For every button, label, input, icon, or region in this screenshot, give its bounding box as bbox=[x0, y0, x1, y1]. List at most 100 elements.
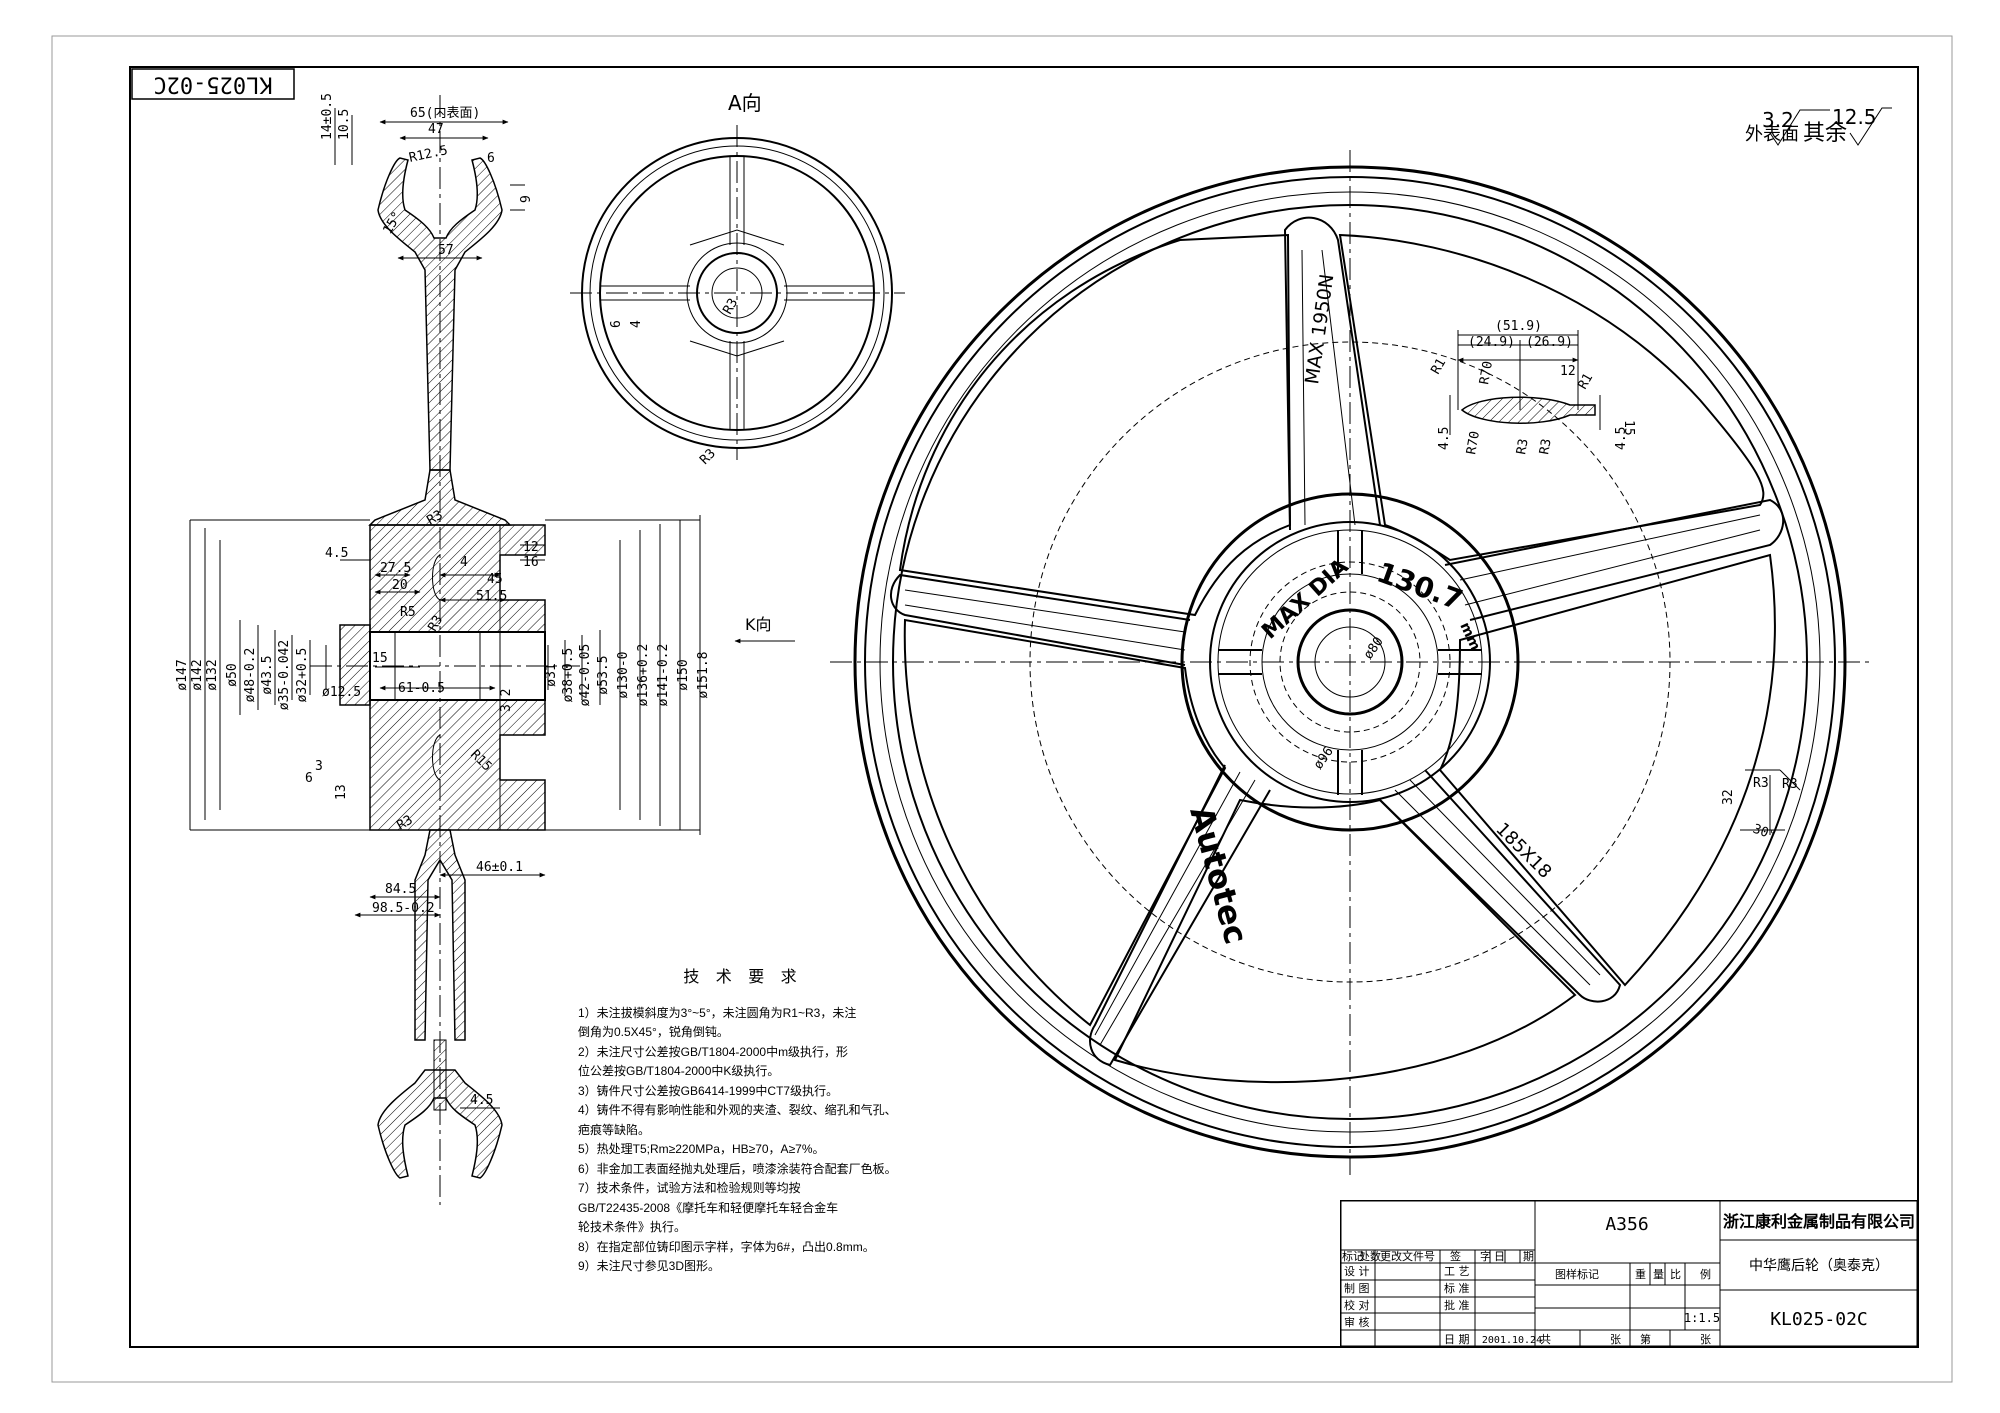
tb-role-4: 审 核 bbox=[1344, 1315, 1370, 1329]
dim-d132: ø132 bbox=[205, 659, 220, 690]
roughness-rest-label: 其余 bbox=[1803, 121, 1847, 146]
tb-col-5: 例 bbox=[1700, 1267, 1711, 1281]
dim-9: 9 bbox=[519, 195, 534, 203]
note-line-10: 7）技术条件，试验方法和检验规则等均按 bbox=[578, 1181, 801, 1195]
dim-45: 45 bbox=[487, 572, 503, 587]
note-line-4: 位公差按GB/T1804-2000中K级执行。 bbox=[578, 1064, 780, 1078]
dim-d35: ø35-0.042 bbox=[277, 640, 292, 710]
note-line-14: 9）未注尺寸参见3D图形。 bbox=[578, 1259, 721, 1273]
dim-14: 14±0.5 bbox=[320, 93, 335, 140]
rim-dim-r3: R3 bbox=[1753, 776, 1769, 791]
note-line-6: 4）铸件不得有影响性能和外观的夹渣、裂纹、缩孔和气孔、 bbox=[578, 1103, 897, 1117]
dim-3: 3 bbox=[315, 759, 323, 774]
roughness-rest-value: 12.5 bbox=[1832, 105, 1877, 129]
tb-rev-h1: 标记 bbox=[1342, 1249, 1364, 1263]
tb-rev-h3: 更改文件号 bbox=[1380, 1249, 1435, 1263]
notes-title: 技 术 要 求 bbox=[683, 969, 803, 986]
dim-d150: ø150 bbox=[676, 659, 691, 690]
tb-rev-h6: 日 bbox=[1494, 1250, 1505, 1263]
spoke-dim-4-5: 4.5 bbox=[1437, 427, 1452, 450]
tb-role-3: 校 对 bbox=[1344, 1298, 1370, 1312]
dim-d151-8: ø151.8 bbox=[696, 652, 711, 699]
spoke-dim-51-9: (51.9) bbox=[1495, 319, 1542, 334]
dim-51-5: 51.5 bbox=[476, 589, 507, 604]
dim-65: 65(内表面) bbox=[410, 105, 480, 121]
hub-dia-label: ø80 bbox=[1361, 634, 1387, 662]
dim-d32: ø32+0.5 bbox=[295, 648, 310, 703]
tb-role-2: 制 图 bbox=[1344, 1282, 1370, 1295]
dim-6b: 6 bbox=[305, 771, 313, 786]
dim-12: 12 bbox=[523, 540, 539, 555]
outer-border bbox=[51, 35, 1953, 1383]
spoke-dim-12: 12 bbox=[1560, 364, 1576, 379]
title-block: A356 浙江康利金属制品有限公司 中华鹰后轮（奥泰克） KL025-02C 1… bbox=[1340, 1200, 1918, 1347]
dim-4: 4 bbox=[460, 555, 468, 570]
tb-material: A356 bbox=[1605, 1214, 1648, 1235]
view-k-indicator: K向 bbox=[734, 615, 795, 644]
view-a-6: 6 bbox=[609, 320, 624, 328]
spoke-dim-24-9: (24.9) bbox=[1468, 335, 1515, 350]
dim-61: 61-0.5 bbox=[398, 681, 445, 696]
view-a-4: 4 bbox=[629, 320, 644, 328]
view-a-r3: R3 bbox=[720, 296, 741, 317]
roughness-outer-label: 外表面 bbox=[1745, 124, 1799, 145]
dim-d136: ø136+0.2 bbox=[636, 644, 651, 707]
dim-98-5: 98.5-0.2 bbox=[372, 901, 435, 916]
tb-bottom-3: 第 bbox=[1640, 1332, 1651, 1346]
rim-dim-r3b: R3 bbox=[1782, 777, 1798, 792]
dim-d130: ø130-0 bbox=[616, 652, 631, 699]
tb-company: 浙江康利金属制品有限公司 bbox=[1723, 1212, 1915, 1231]
spoke-dim-4-5b: 4.5 bbox=[1614, 427, 1629, 450]
dim-6: 6 bbox=[487, 151, 495, 166]
dim-57: 57 bbox=[438, 243, 454, 258]
drawing-number-box: KL025-02C bbox=[131, 68, 295, 100]
dim-r5: R5 bbox=[400, 605, 416, 620]
dia-value-mark: 130.7 bbox=[1373, 556, 1468, 617]
tb-bottom-1: 共 bbox=[1540, 1333, 1551, 1346]
view-a-label: A向 bbox=[728, 91, 762, 115]
spoke-dim-26-9: (26.9) bbox=[1526, 335, 1573, 350]
inner-frame bbox=[129, 66, 1919, 1348]
dim-d42: ø42-0.05 bbox=[578, 644, 593, 707]
dim-d53-5: ø53.5 bbox=[596, 655, 611, 694]
dim-16: 16 bbox=[523, 555, 539, 570]
spoke-dim-r1: R1 bbox=[1428, 356, 1449, 377]
spoke-dim-r3: R3 bbox=[1514, 438, 1531, 456]
spoke-dim-r70: R70 bbox=[1477, 360, 1496, 386]
dim-d48: ø48-0.2 bbox=[243, 648, 258, 703]
note-line-3: 2）未注尺寸公差按GB/T1804-2000中m级执行，形 bbox=[578, 1044, 849, 1059]
drawing-number-rotated: KL025-02C bbox=[153, 72, 272, 97]
tb-col-3: 量 bbox=[1653, 1268, 1664, 1281]
dim-15: 15 bbox=[372, 651, 388, 666]
tb-bottom-2: 张 bbox=[1610, 1333, 1621, 1346]
note-line-7: 疤痕等缺陷。 bbox=[578, 1122, 651, 1137]
wheel-front-view bbox=[830, 150, 1870, 1175]
tb-rev-h4: 签 bbox=[1450, 1249, 1461, 1263]
view-k-label: K向 bbox=[745, 615, 772, 634]
tb-part-name: 中华鹰后轮（奥泰克） bbox=[1749, 1257, 1889, 1274]
dim-47: 47 bbox=[428, 122, 444, 137]
dim-r3-a: R3 bbox=[425, 613, 446, 634]
tb-rev-h2: 处数 bbox=[1359, 1250, 1381, 1263]
tb-col-4: 比 bbox=[1670, 1268, 1681, 1281]
note-line-12: 轮技术条件》执行。 bbox=[578, 1220, 687, 1234]
section-dimension-labels: 65(内表面) 47 R12.5 6 14±0.5 10.5 9 15° 57 … bbox=[175, 93, 711, 1108]
roughness-outer-value: 3.2 bbox=[1762, 108, 1794, 132]
note-line-2: 倒角为0.5X45°，锐角倒钝。 bbox=[578, 1025, 729, 1039]
rim-dim-30deg: 30° bbox=[1751, 822, 1778, 844]
tb-role-mid-2: 标 准 bbox=[1444, 1281, 1470, 1295]
rim-dim-32: 32 bbox=[1721, 789, 1736, 805]
note-line-11: GB/T22435-2008《摩托车和轻便摩托车轻合金车 bbox=[578, 1200, 839, 1215]
spoke-dim-r70b: R70 bbox=[1464, 430, 1483, 456]
wheel-markings: MAX 1950N MAX DIA 130.7 mm Autotec 185X1… bbox=[1182, 273, 1555, 948]
tb-bottom-4: 张 bbox=[1700, 1333, 1711, 1346]
dim-3-2: 3.2 bbox=[499, 689, 514, 712]
dim-20: 20 bbox=[392, 578, 408, 593]
rim-detail: R3 R3 32 30° bbox=[1721, 769, 1801, 844]
note-line-8: 5）热处理T5;Rm≥220MPa，HB≥70，A≥7%。 bbox=[578, 1142, 825, 1156]
tb-date: 2001.10.24 bbox=[1482, 1335, 1542, 1346]
tb-col-2: 重 bbox=[1635, 1267, 1646, 1281]
note-line-13: 8）在指定部位铸印图示字样，字体为6#，凸出0.8mm。 bbox=[578, 1239, 875, 1254]
max-load-mark: MAX 1950N bbox=[1301, 273, 1338, 386]
